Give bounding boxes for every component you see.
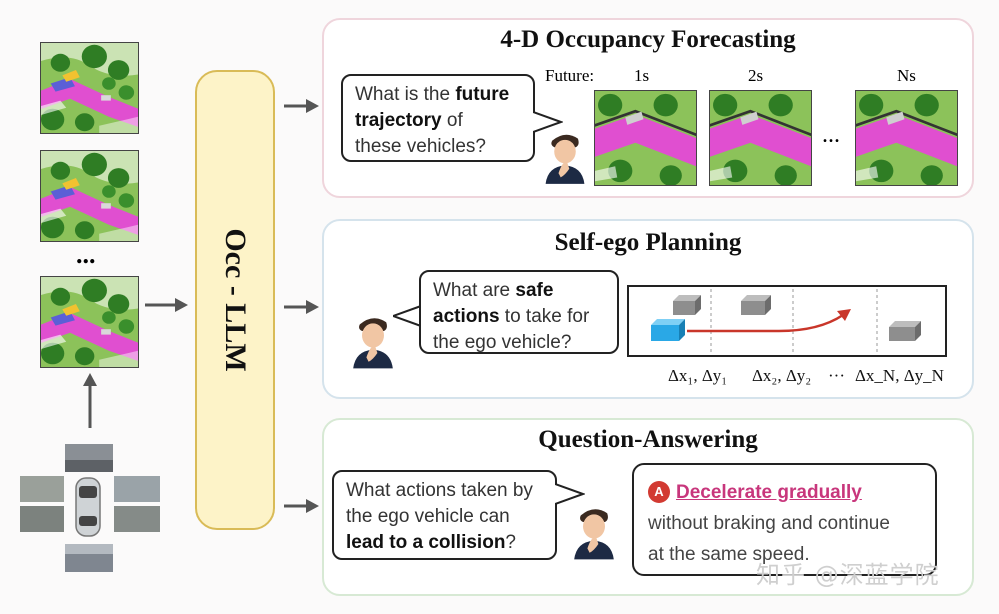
answer-text-2: at the same speed. bbox=[648, 544, 810, 565]
trajectory-plot bbox=[627, 285, 947, 357]
tick-label-2: Δx₂, Δy₂ bbox=[752, 366, 812, 385]
future-step-1: 1s bbox=[634, 66, 650, 85]
person-thinking-icon bbox=[353, 318, 393, 369]
forecasting-question-bubble: What is the future trajectory of these v… bbox=[341, 74, 535, 162]
input-ellipsis: ... bbox=[76, 240, 96, 269]
answer-highlight: Decelerate gradually bbox=[676, 482, 862, 503]
bubble-tail bbox=[533, 111, 563, 133]
obstacle-vehicle-1 bbox=[673, 295, 701, 315]
qa-title: Question-Answering bbox=[538, 426, 758, 453]
watermark: 知乎 @深蓝学院 bbox=[756, 561, 940, 589]
answer-text-1: without braking and continue bbox=[648, 513, 890, 534]
future-step-2: 2s bbox=[748, 66, 764, 85]
tick-label-dots: ··· bbox=[828, 366, 845, 385]
planned-trajectory bbox=[687, 313, 844, 333]
tick-label-1: Δx₁, Δy₁ bbox=[668, 366, 728, 385]
person-thinking-icon bbox=[574, 509, 614, 560]
answer-badge: A bbox=[648, 481, 670, 503]
planning-question-bubble: What are safe actions to take for the eg… bbox=[419, 270, 619, 354]
ego-vehicle bbox=[651, 319, 685, 341]
person-thinking-icon bbox=[545, 134, 585, 184]
right-arrow-icon bbox=[284, 300, 319, 314]
bubble-tail bbox=[555, 483, 585, 505]
qa-question-bubble: What actions taken by the ego vehicle ca… bbox=[332, 470, 557, 560]
forecast-map-2s bbox=[709, 90, 812, 186]
planning-title: Self-ego Planning bbox=[554, 229, 742, 256]
obstacle-vehicle-2 bbox=[741, 295, 771, 315]
answer-box: A Decelerate gradually without braking an… bbox=[632, 463, 937, 576]
surround-camera-views bbox=[18, 442, 162, 574]
tick-label-n: Δx_N, Δy_N bbox=[855, 366, 944, 385]
forecasting-title: 4-D Occupancy Forecasting bbox=[500, 26, 796, 53]
occ-llm-block: Occ - LLM bbox=[195, 70, 275, 530]
future-label: Future: bbox=[545, 66, 595, 85]
occupancy-input-3 bbox=[40, 276, 139, 368]
obstacle-vehicle-3 bbox=[889, 321, 921, 341]
right-arrow-icon bbox=[145, 298, 188, 312]
right-arrow-icon bbox=[284, 99, 319, 113]
future-step-n: Ns bbox=[897, 66, 916, 85]
forecast-ellipsis: ... bbox=[822, 122, 840, 148]
llm-label: Occ - LLM bbox=[219, 228, 252, 372]
forecast-map-ns bbox=[855, 90, 958, 186]
occupancy-input-1 bbox=[40, 42, 139, 134]
trajectory-arrowhead bbox=[837, 309, 851, 321]
up-arrow-icon bbox=[83, 373, 97, 428]
forecast-map-1s bbox=[594, 90, 697, 186]
occupancy-input-2 bbox=[40, 150, 139, 242]
right-arrow-icon bbox=[284, 499, 319, 513]
